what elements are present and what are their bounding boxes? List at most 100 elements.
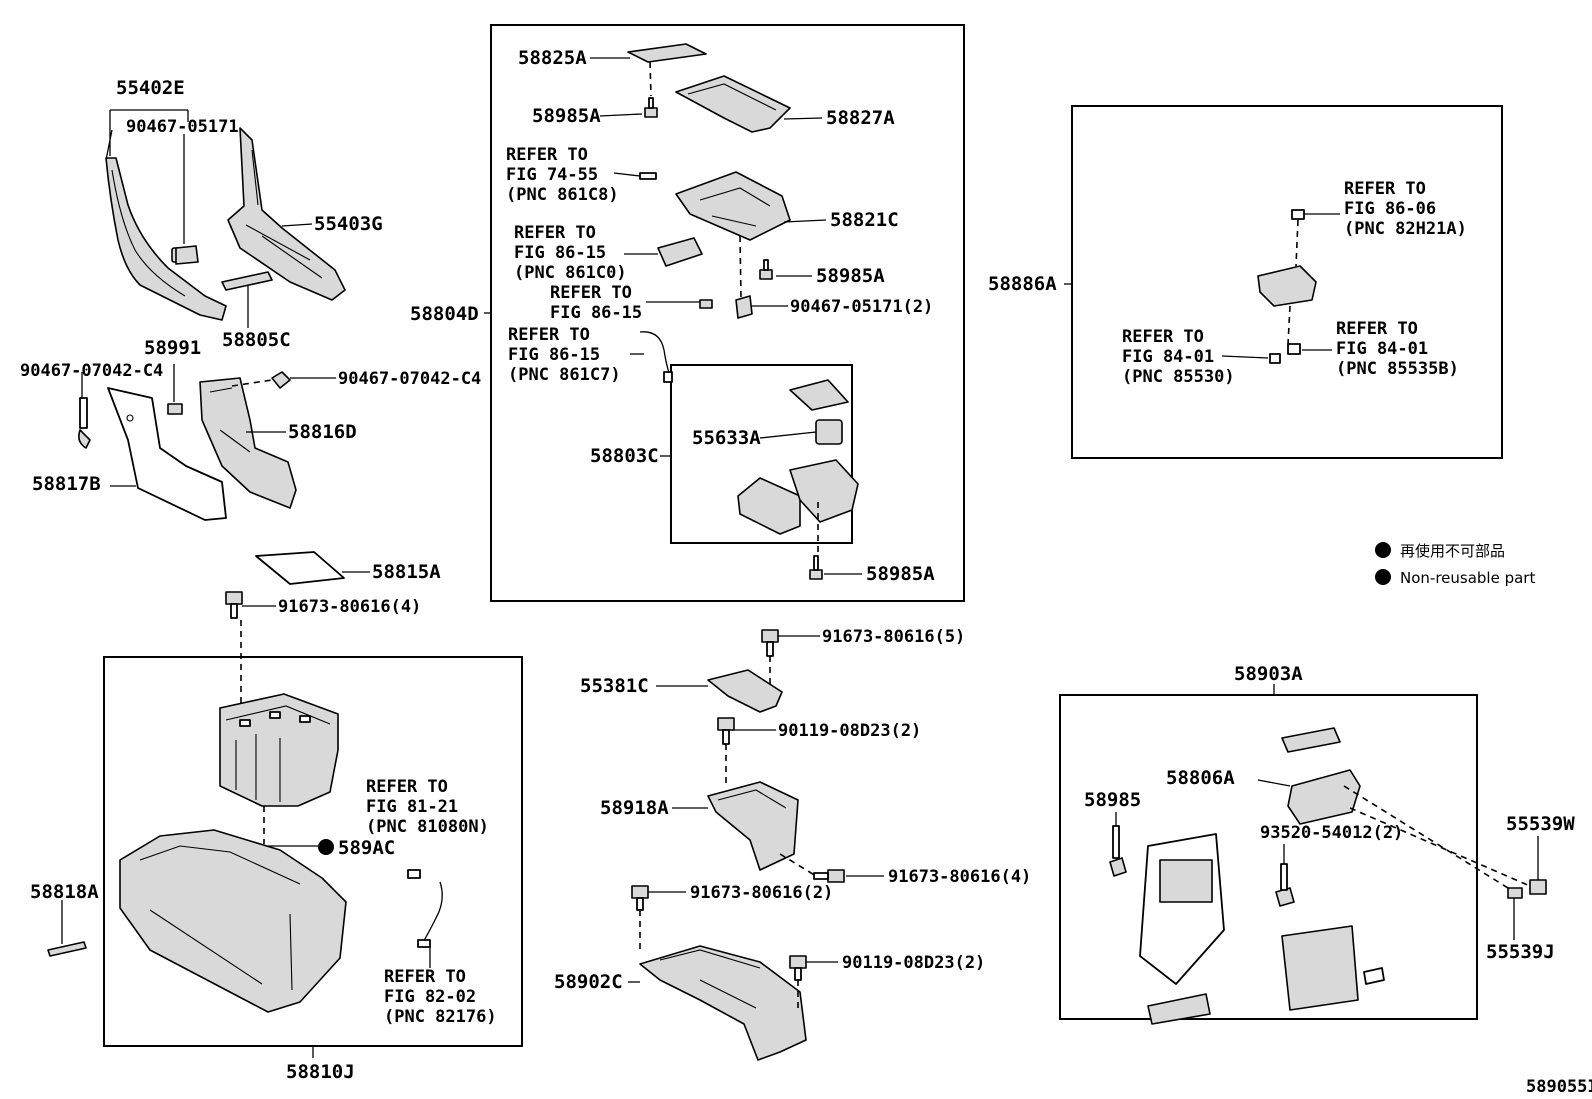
svg-text:REFER TO: REFER TO [550,283,632,303]
part-drawing-console-lower [119,829,347,1013]
bolt-icon [761,629,779,657]
bolt-icon [717,717,735,745]
part-drawing-58903A-upper [1281,727,1341,753]
svg-text:REFER TO: REFER TO [508,325,590,345]
part-drawing-55633A [815,419,843,445]
part-drawing-58805C [221,271,273,291]
part-drawing-58827A [675,75,791,133]
label-55403G: 55403G [314,213,383,235]
part-drawing-58816D [199,377,297,509]
label-58805C: 58805C [222,329,291,351]
legend: 再使用不可部品 Non-reusable part [1375,542,1535,587]
part-drawing-55539J [1507,887,1523,899]
refer-to-fig-84-01-85535B: REFER TO FIG 84-01 (PNC 85535B) [1336,319,1459,379]
label-58991: 58991 [144,337,201,359]
label-93520-54012-2: 93520-54012(2) [1260,823,1403,843]
refer-to-fig-74-55: REFER TO FIG 74-55 (PNC 861C8) [506,145,619,205]
svg-text:FIG 86-06: FIG 86-06 [1344,199,1436,219]
part-drawing-55539W [1529,879,1547,895]
part-drawing-85530 [1269,353,1281,364]
svg-text:FIG 81-21: FIG 81-21 [366,797,458,817]
bolt-icon [699,299,713,309]
label-58803C: 58803C [590,445,659,467]
part-drawing-58918A [707,781,799,871]
label-58821C: 58821C [830,209,899,231]
svg-text:FIG 86-15: FIG 86-15 [508,345,600,365]
svg-text:FIG 86-15: FIG 86-15 [550,303,642,323]
part-drawing-58991 [167,403,183,415]
part-drawing-58821C [675,171,791,241]
assembly-line [231,379,273,387]
label-58815A: 58815A [372,561,441,583]
svg-text:(PNC 82H21A): (PNC 82H21A) [1344,219,1467,239]
label-55539W: 55539W [1506,813,1575,835]
svg-text:FIG 82-02: FIG 82-02 [384,987,476,1007]
label-58810J: 58810J [286,1061,355,1083]
svg-text:REFER TO: REFER TO [1122,327,1204,347]
part-drawing-switch-861C8 [639,172,657,180]
svg-text:REFER TO: REFER TO [1336,319,1418,339]
svg-text:(PNC 861C0): (PNC 861C0) [514,263,627,283]
label-58818A: 58818A [30,881,99,903]
svg-text:(PNC 85535B): (PNC 85535B) [1336,359,1459,379]
legend-japanese: 再使用不可部品 [1400,542,1505,560]
svg-text:REFER TO: REFER TO [384,967,466,987]
legend-english: Non-reusable part [1400,569,1535,587]
label-91673-80616-2: 91673-80616(2) [690,883,833,903]
part-drawing-55403G [227,127,346,301]
part-drawing-clip-90467-07042-C4-left [78,397,91,449]
label-90467-07042-C4-right: 90467-07042-C4 [338,369,481,389]
label-55633A: 55633A [692,427,761,449]
label-91673-80616-5: 91673-80616(5) [822,627,965,647]
part-drawing-58803C-tray [737,459,859,535]
label-58902C: 58902C [554,971,623,993]
label-58825A: 58825A [518,47,587,69]
label-90119-08D23-2-top: 90119-08D23(2) [778,721,921,741]
part-drawing-58825A [627,43,707,63]
part-drawing-55381C [707,669,783,713]
part-drawing-82H21A [1257,209,1317,307]
bolt-icon [644,97,658,118]
clip-icon [735,295,753,319]
label-589AC: 589AC [338,837,395,859]
non-reusable-marker [318,839,334,855]
non-reusable-legend-marker [1375,569,1391,585]
figure-id: 589055I [1526,1077,1592,1097]
part-drawing-58903A-pocket [1147,925,1385,1025]
assembly-line [779,853,817,877]
svg-text:REFER TO: REFER TO [514,223,596,243]
assembly-line [649,61,652,97]
non-reusable-legend-marker [1375,542,1391,558]
label-58903A: 58903A [1234,663,1303,685]
label-58806A: 58806A [1166,767,1235,789]
part-drawing-clip-90467-07042-C4-right [271,371,291,389]
svg-text:(PNC 861C7): (PNC 861C7) [508,365,621,385]
label-58804D: 58804D [410,303,479,325]
part-drawing-58803C-lid [789,379,849,411]
svg-text:FIG 84-01: FIG 84-01 [1122,347,1214,367]
label-55539J: 55539J [1486,941,1555,963]
label-90467-07042-C4-left: 90467-07042-C4 [20,361,163,381]
part-drawing-58985 [1109,825,1127,877]
part-drawing-93520-54012 [1275,863,1295,907]
group-box-58903A [1059,694,1478,1020]
svg-text:(PNC 82176): (PNC 82176) [384,1007,497,1027]
refer-to-fig-86-15-861C7: REFER TO FIG 86-15 (PNC 861C7) [508,325,621,385]
label-58886A: 58886A [988,273,1057,295]
svg-text:REFER TO: REFER TO [506,145,588,165]
label-58985A-top: 58985A [532,105,601,127]
label-58985A-mid: 58985A [816,265,885,287]
svg-text:REFER TO: REFER TO [1344,179,1426,199]
bolt-icon [789,955,807,981]
label-58816D: 58816D [288,421,357,443]
part-drawing-console-upper [219,693,339,807]
bolt-icon [631,885,649,911]
label-90119-08D23-2-bottom: 90119-08D23(2) [842,953,985,973]
part-drawing-cable-81080N [407,869,421,879]
refer-to-fig-84-01-85530: REFER TO FIG 84-01 (PNC 85530) [1122,327,1235,387]
part-drawing-cable-861C7 [639,331,673,383]
part-drawing-58902C [639,945,807,1061]
label-58918A: 58918A [600,797,669,819]
svg-text:(PNC 861C8): (PNC 861C8) [506,185,619,205]
